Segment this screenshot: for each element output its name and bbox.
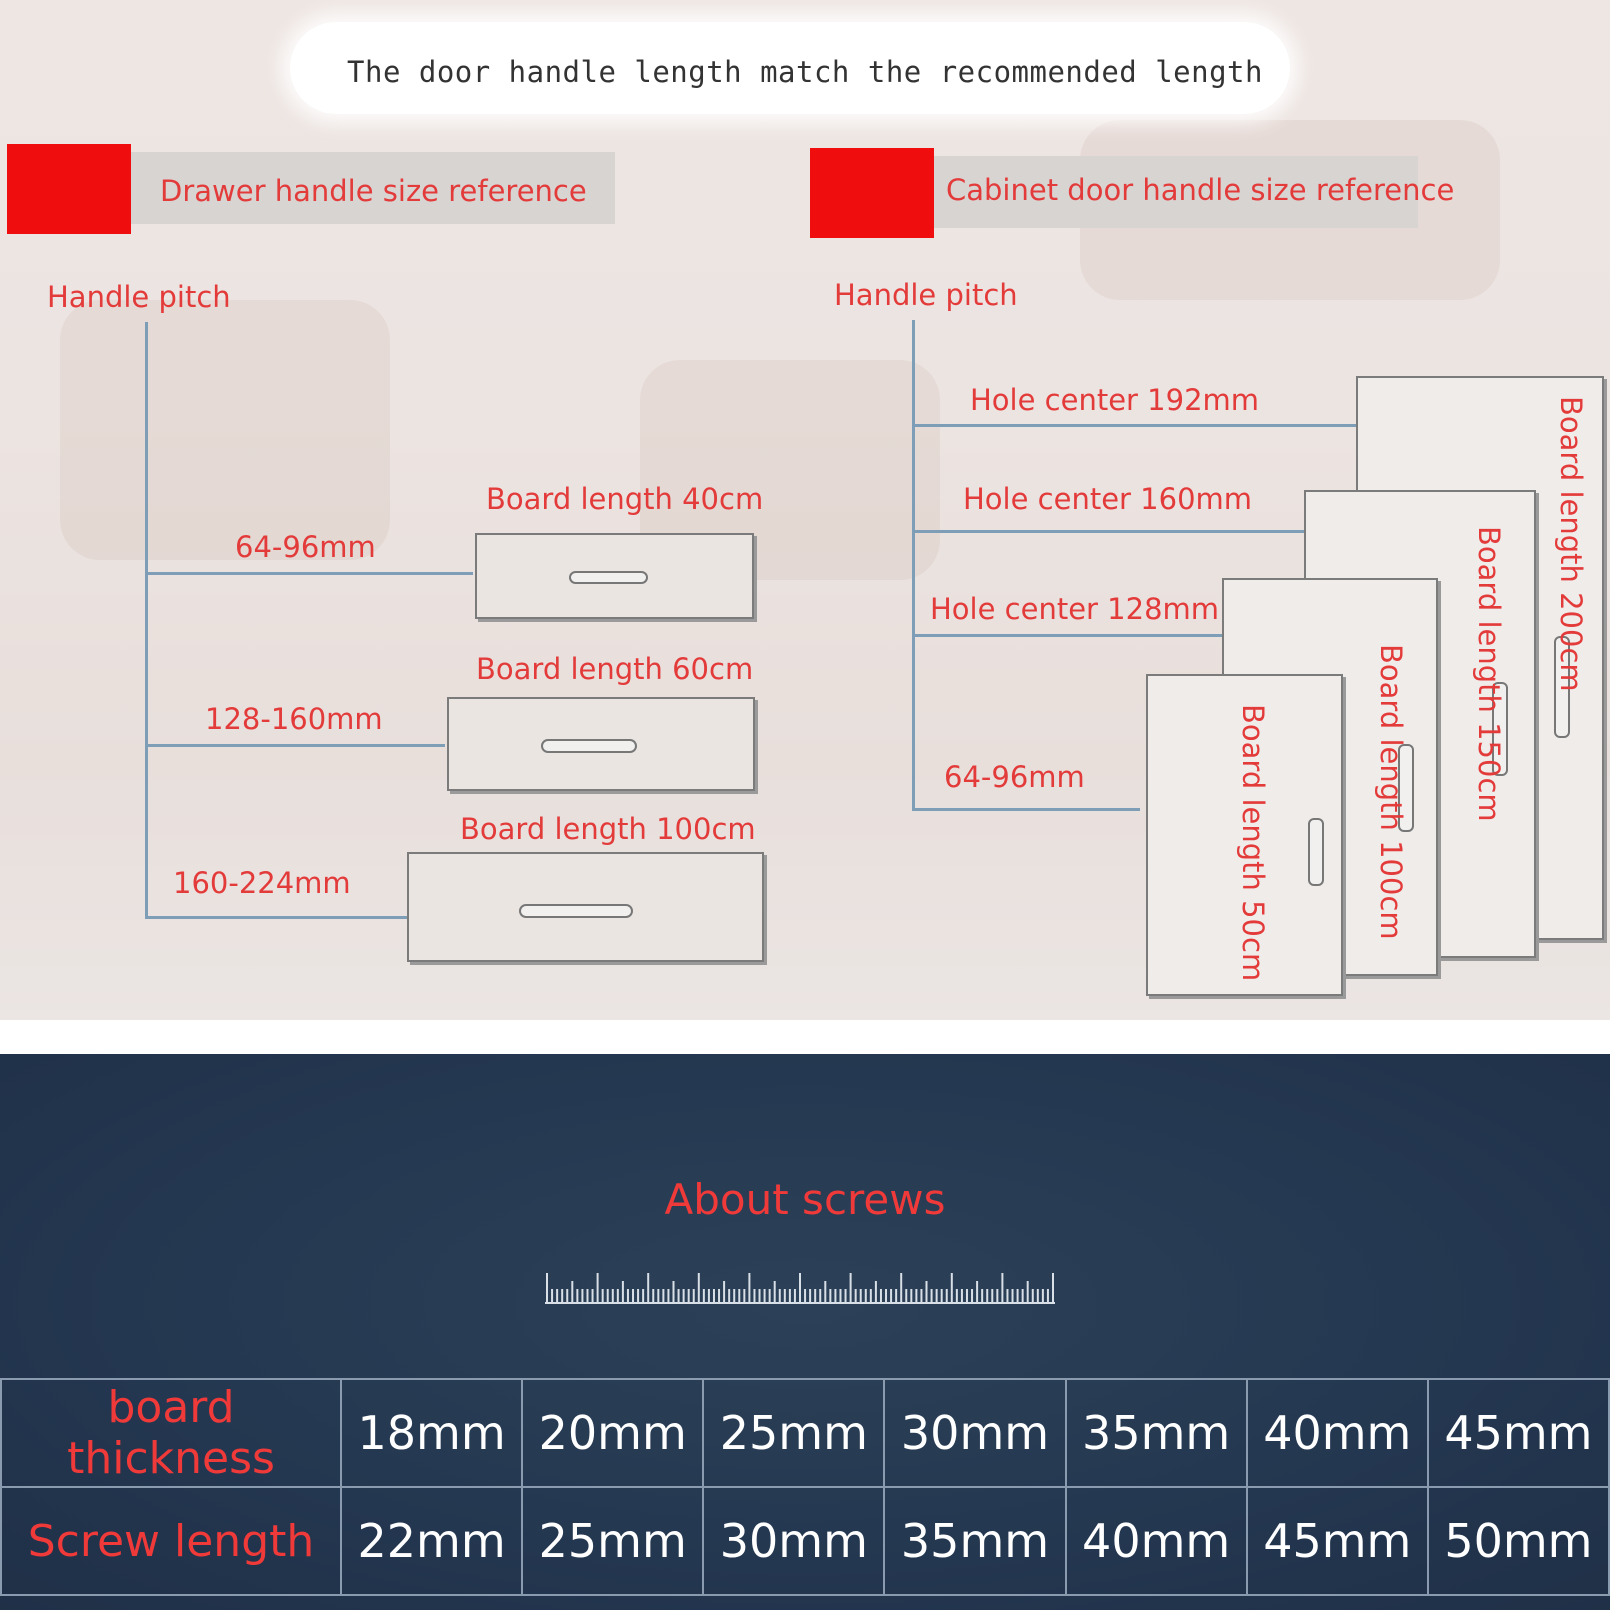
table-cell: 40mm <box>1064 1486 1248 1596</box>
table-cell: 30mm <box>702 1486 886 1596</box>
headline: The door handle length match the recomme… <box>347 55 1263 89</box>
door-pitch-line <box>912 634 1224 637</box>
background-shape <box>60 300 390 560</box>
door-pitch-axis <box>912 320 915 810</box>
table-row: Screw length 22mm 25mm 30mm 35mm 40mm 45… <box>0 1486 1610 1596</box>
door-handle <box>1308 818 1324 886</box>
door-hole-label: Hole center 128mm <box>930 592 1220 626</box>
divider-strip <box>0 1020 1610 1054</box>
door-board-label: Board length 150cm <box>1472 526 1506 822</box>
drawer-board-label: Board length 100cm <box>460 812 756 846</box>
drawer-front-40cm <box>475 533 754 619</box>
screw-table: board thickness 18mm 20mm 25mm 30mm 35mm… <box>0 1378 1610 1596</box>
headline-cloud <box>290 22 1290 114</box>
drawer-section-title: Drawer handle size reference <box>160 174 587 208</box>
drawer-handle <box>519 904 633 918</box>
row-header: Screw length <box>0 1486 342 1596</box>
table-cell: 45mm <box>1426 1378 1610 1488</box>
drawer-pitch-value: 160-224mm <box>173 866 351 900</box>
door-title-bar <box>932 156 1418 228</box>
drawer-pitch-value: 64-96mm <box>235 530 376 564</box>
door-title-marker <box>810 148 934 238</box>
drawer-front-100cm <box>407 852 764 962</box>
table-cell: 40mm <box>1245 1378 1429 1488</box>
door-hole-label: Hole center 192mm <box>970 383 1260 417</box>
table-cell: 45mm <box>1245 1486 1429 1596</box>
door-hole-label: 64-96mm <box>944 760 1085 794</box>
drawer-pitch-line <box>145 572 473 575</box>
drawer-pitch-line <box>145 744 445 747</box>
table-cell: 35mm <box>883 1486 1067 1596</box>
ruler-icon <box>545 1273 1055 1304</box>
door-pitch-line <box>912 424 1356 427</box>
door-board-label: Board length 50cm <box>1236 704 1270 982</box>
drawer-handle <box>541 739 637 753</box>
table-cell: 50mm <box>1426 1486 1610 1596</box>
drawer-board-label: Board length 40cm <box>486 482 764 516</box>
table-cell: 25mm <box>702 1378 886 1488</box>
door-handle <box>1398 744 1414 832</box>
door-pitch-line <box>912 808 1140 811</box>
door-hole-label: Hole center 160mm <box>963 482 1253 516</box>
row-header: board thickness <box>0 1378 342 1488</box>
table-row: board thickness 18mm 20mm 25mm 30mm 35mm… <box>0 1378 1610 1488</box>
drawer-pitch-label: Handle pitch <box>47 280 231 314</box>
drawer-pitch-line <box>145 916 407 919</box>
door-section-title: Cabinet door handle size reference <box>946 173 1455 207</box>
drawer-title-marker <box>7 144 131 234</box>
door-board-label: Board length 100cm <box>1374 644 1408 940</box>
drawer-handle <box>569 571 648 584</box>
table-cell: 20mm <box>521 1378 705 1488</box>
drawer-board-label: Board length 60cm <box>476 652 754 686</box>
door-board-label: Board length 200cm <box>1554 396 1588 692</box>
door-panel-50cm <box>1146 674 1343 996</box>
drawer-front-60cm <box>447 697 755 791</box>
door-pitch-line <box>912 530 1304 533</box>
table-cell: 18mm <box>339 1378 524 1488</box>
door-handle <box>1554 636 1570 738</box>
table-cell: 30mm <box>883 1378 1067 1488</box>
drawer-title-bar <box>130 152 615 224</box>
table-cell: 22mm <box>339 1486 524 1596</box>
door-handle <box>1492 682 1508 776</box>
table-cell: 25mm <box>521 1486 705 1596</box>
door-pitch-label: Handle pitch <box>834 278 1018 312</box>
drawer-pitch-axis <box>145 322 148 919</box>
drawer-pitch-value: 128-160mm <box>205 702 383 736</box>
screws-title: About screws <box>664 1175 946 1224</box>
table-cell: 35mm <box>1064 1378 1248 1488</box>
